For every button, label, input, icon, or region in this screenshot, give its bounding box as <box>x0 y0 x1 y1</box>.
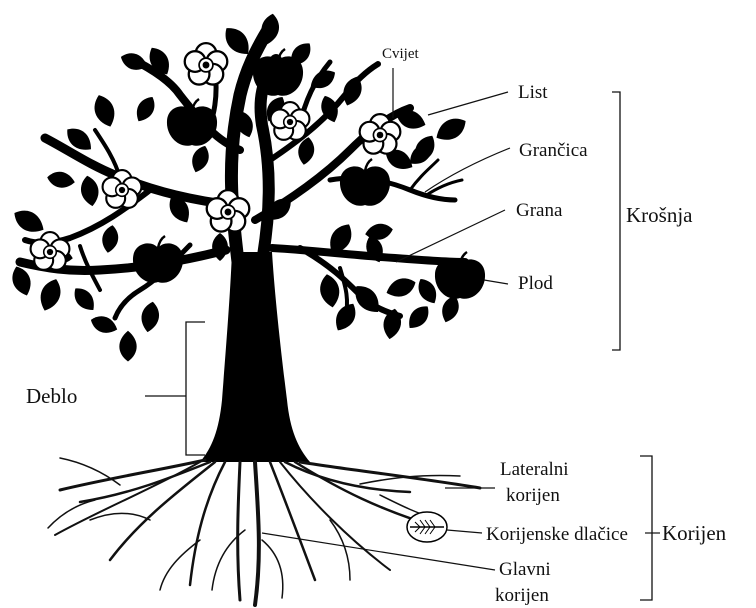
label-plod: Plod <box>518 273 553 294</box>
leader-grancica <box>425 148 510 192</box>
label-glavni-line1: Glavni <box>499 559 551 580</box>
label-lateralni-line1: Lateralni <box>500 459 569 480</box>
leader-glavni <box>262 533 495 570</box>
bracket-krosnja <box>612 92 620 350</box>
label-list: List <box>518 82 548 103</box>
bracket-korijen <box>640 456 652 600</box>
label-korijen: Korijen <box>662 521 727 545</box>
label-korijenske-dlacice: Korijenske dlačice <box>486 524 628 545</box>
leader-dlacice <box>447 530 482 533</box>
label-cvijet: Cvijet <box>382 46 419 62</box>
bracket-deblo <box>186 322 205 455</box>
label-glavni-line2: korijen <box>495 585 549 606</box>
label-krosnja: Krošnja <box>626 203 693 227</box>
leader-list <box>428 92 508 115</box>
leader-grana <box>396 210 505 262</box>
label-deblo: Deblo <box>26 384 77 408</box>
leader-plod <box>484 280 508 284</box>
root-hairs-detail <box>407 512 447 542</box>
label-grancica: Grančica <box>519 140 588 161</box>
label-lateralni-line2: korijen <box>506 485 560 506</box>
trunk <box>200 252 310 462</box>
label-grana: Grana <box>516 200 563 221</box>
